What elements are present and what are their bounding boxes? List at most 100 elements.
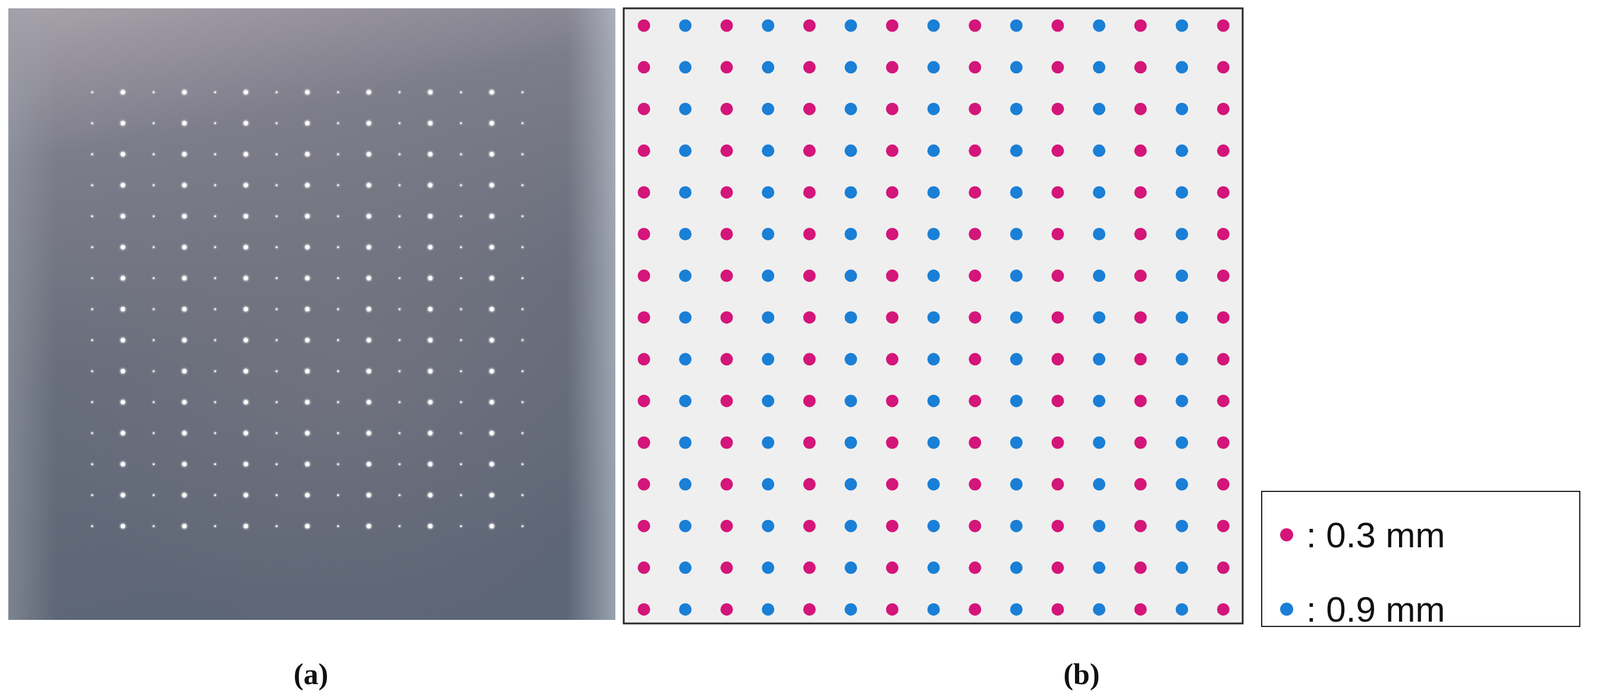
hole-glow [275,369,278,373]
pattern-dot [844,352,858,366]
hole-glow [120,368,127,374]
hole [91,525,94,527]
hole [337,122,339,125]
hole [275,369,278,372]
pattern-dot [885,436,899,449]
legend-swatch [1280,602,1294,616]
hole [120,306,125,311]
hole-glow [304,151,311,157]
pattern-dot [927,602,941,616]
pattern-dot [803,186,816,199]
hole [366,523,372,528]
pattern-dot [1175,227,1188,241]
pattern-dot [1010,102,1023,116]
hole-glow [521,90,524,94]
hole [398,338,401,341]
hole-glow [304,306,311,313]
hole [120,461,125,467]
hole [275,338,278,341]
hole [398,153,401,156]
pattern-dot [885,144,899,157]
hole-glow [304,120,311,127]
hole [305,523,310,528]
pattern-dot [1175,19,1188,33]
hole [398,307,401,310]
pattern-dot [844,102,858,116]
hole-glow [214,400,217,404]
hole-glow [120,89,127,96]
hole-glow [275,524,278,527]
hole-glow [275,338,278,342]
hole [243,121,248,126]
hole-glow [304,275,311,282]
hole [243,337,248,342]
hole-glow [459,307,462,311]
hole [366,306,372,311]
legend-entry: : 0.9 mm [1280,588,1445,630]
pattern-dot [927,394,941,407]
pattern-dot [1010,269,1023,282]
hole-glow [336,307,339,311]
photo-panel [8,8,616,620]
hole [120,275,125,281]
hole [182,152,187,157]
hole [460,153,462,156]
hole [366,244,372,250]
hole [91,338,94,341]
hole-glow [120,460,127,467]
hole [275,525,278,527]
pattern-dot [844,19,858,33]
hole [91,184,94,187]
pattern-dot [1010,19,1023,33]
hole [398,246,401,248]
hole-glow [181,522,188,529]
hole-glow [243,120,250,127]
hole [489,183,495,188]
pattern-dot [844,394,858,407]
hole [182,523,187,528]
pattern-dot [720,227,734,241]
pattern-dot [761,519,775,533]
hole-glow [275,90,278,94]
hole [214,122,216,125]
pattern-dot [927,61,941,74]
hole-glow [152,276,155,279]
hole [428,431,433,436]
hole [489,214,495,219]
hole-glow [275,400,278,404]
pattern-dot [1134,478,1147,491]
hole [120,214,125,219]
hole [305,399,310,404]
hole [275,246,278,248]
pattern-dot [720,352,734,366]
pattern-dot [679,19,692,33]
hole-glow [488,181,495,188]
hole-glow [427,306,434,313]
pattern-dot [679,186,692,199]
hole-glow [181,398,188,405]
hole-glow [152,493,155,496]
pattern-dot [1010,478,1023,491]
pattern-dot [968,394,982,407]
hole-glow [181,368,188,374]
pattern-dot [1051,19,1065,33]
hole [182,399,187,404]
hole [337,184,339,187]
pattern-dot [679,519,692,533]
hole [152,277,155,279]
pattern-dot [844,186,858,199]
hole [305,275,310,281]
hole-glow [336,152,339,156]
hole-glow [214,90,217,94]
hole-glow [243,337,250,344]
pattern-dot [885,19,899,33]
hole [398,494,401,496]
hole-glow [336,276,339,279]
hole [428,306,433,311]
pattern-dot [885,602,899,616]
hole-glow [365,181,372,188]
hole [460,91,462,94]
hole [91,432,94,435]
pattern-dot [1092,478,1106,491]
pattern-dot [803,478,816,491]
